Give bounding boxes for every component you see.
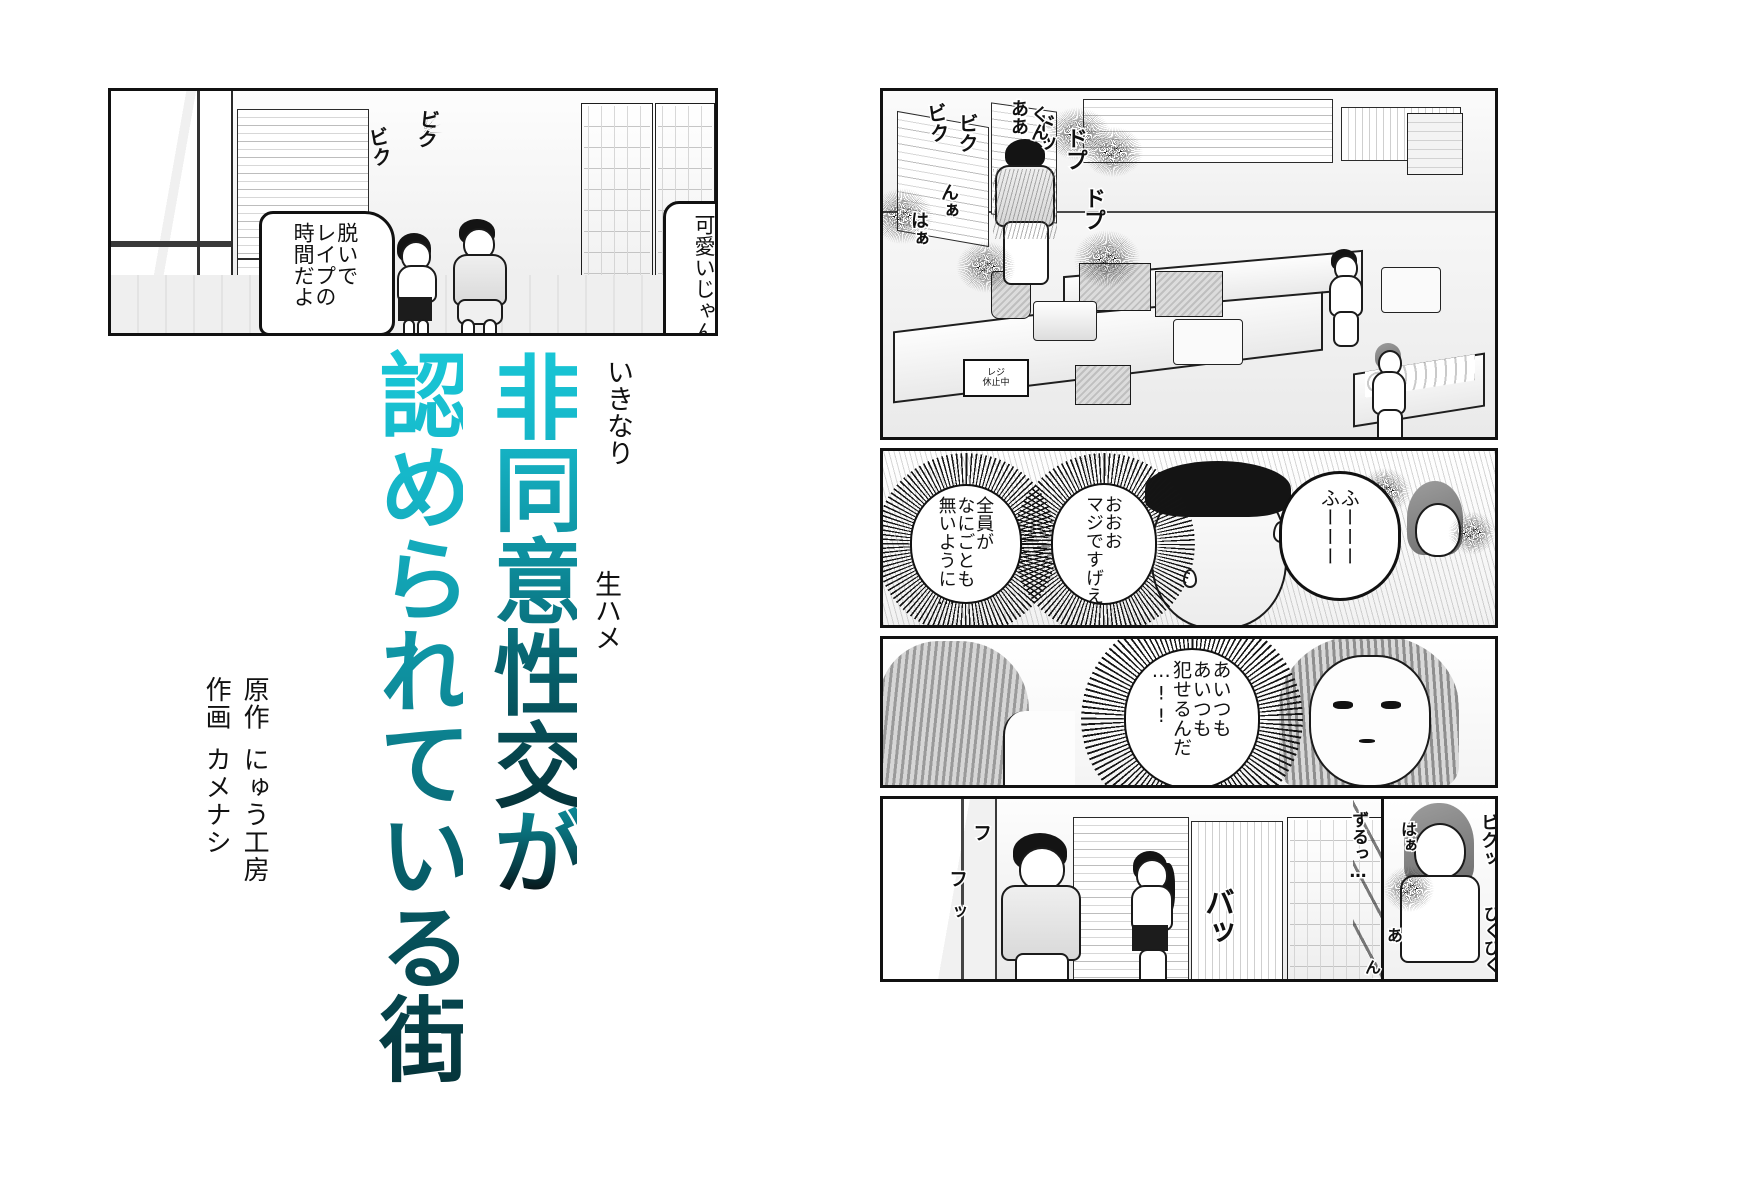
terminal <box>1381 267 1441 313</box>
title-line-left: 認められている街 <box>364 348 472 1084</box>
girl-torso <box>1131 885 1173 931</box>
credit-name-0: にゅう工房 <box>239 746 270 884</box>
girl-left-neck <box>1003 711 1075 785</box>
sfx-aa: ああ <box>1007 98 1031 137</box>
burst-bubble-thought: あいつも あいつも 犯せるんだ …!! <box>1081 639 1303 785</box>
figure-girl-left <box>883 641 1093 785</box>
clerk-legs <box>1333 311 1359 347</box>
panel-store-assault: フ フ ッ バッ ずるっ… ビクッ びくびく あ んっ はぁ <box>880 796 1498 982</box>
bubble-text: 脱いで レイプの 時間だよ <box>291 222 359 308</box>
sfx-bikutsu: ビクッ <box>1477 812 1498 869</box>
title-ruby-left: 生ハメ <box>589 570 621 651</box>
sfx-haa2: はぁ <box>1397 820 1419 855</box>
impact-star-4 <box>945 231 1027 303</box>
wall-trim <box>111 241 231 247</box>
impact-star-2 <box>1071 117 1155 187</box>
speech-bubble-breath: ふーーー ふーーー <box>1279 471 1401 601</box>
girl-skirt <box>1132 925 1168 951</box>
figure-girl-ponytail <box>1119 851 1183 979</box>
inset-sparkle <box>1384 857 1444 921</box>
panel-two-girls: あいつも あいつも 犯せるんだ …!! <box>880 636 1498 788</box>
figure-girl-right <box>1275 639 1475 785</box>
goods-shelf <box>1191 821 1283 979</box>
sfx-biku-b: ビク <box>954 112 981 155</box>
sfx-n: んっ <box>1361 958 1383 982</box>
panel-store-aisle: ビク ビク 脱いで レイプの 時間だよ おまえ結構 可愛いじゃん <box>108 88 718 336</box>
man-legs <box>1015 953 1069 979</box>
sfx-biku-a: ビク <box>921 100 953 146</box>
basket-stack <box>1075 365 1131 405</box>
credit-role-0: 原作 <box>239 676 270 732</box>
man-torso <box>1001 885 1081 961</box>
girl-right-eye-l <box>1333 701 1353 709</box>
burst-core: おおお マジですげえ <box>1051 483 1157 605</box>
girl-right-eye-r <box>1381 701 1401 709</box>
girl-right-mouth <box>1359 739 1375 743</box>
sfx-zuru: ずるっ… <box>1347 810 1370 884</box>
sfx-fu-2: フ <box>945 868 970 890</box>
girl-legs <box>1139 949 1167 979</box>
sfx-dopu-2: ドプ <box>1079 186 1107 233</box>
window-mullion <box>961 799 964 979</box>
girl-leg-l <box>403 319 415 333</box>
bubble-text: あいつも あいつも 犯せるんだ …!! <box>1150 660 1232 757</box>
monitor-1 <box>1033 301 1097 341</box>
girl-skirt <box>398 297 432 321</box>
bubble-text: おおお マジですげえ <box>1083 495 1123 606</box>
man-leg-l <box>461 319 475 333</box>
figure-man <box>443 219 513 333</box>
clerk-torso <box>1329 275 1363 317</box>
monitor-2 <box>1173 319 1243 365</box>
sfx-dotsu: ドッ <box>1032 112 1059 155</box>
register-closed-sign: レジ 休止中 <box>963 359 1029 397</box>
burst-core: 全員が なにごとも 無いように… <box>910 484 1022 609</box>
speech-bubble-cute: おまえ結構 可愛いじゃん <box>663 201 718 336</box>
burst-core: あいつも あいつも 犯せるんだ …!! <box>1124 648 1260 785</box>
sfx-bikubiku: びくびく <box>1479 904 1498 975</box>
title-ruby-right: いきなり <box>601 358 633 466</box>
flash-mark <box>395 103 451 161</box>
speech-bubble-undress: 脱いで レイプの 時間だよ <box>259 211 395 333</box>
impact-star-3 <box>883 177 945 255</box>
sfx-a: あ <box>1383 926 1405 945</box>
sfx-haa: はぁ <box>907 210 931 249</box>
figure-girl <box>389 233 449 333</box>
girl-right-face <box>1309 655 1431 785</box>
register-closed-sign-text: レジ 休止中 <box>982 367 1010 388</box>
sparkle-2 <box>1439 503 1495 563</box>
title-block: 男性の権利として いきなり 非同意性交 が 生ハメ 認められている街 原作 にゅ… <box>0 0 760 1200</box>
title-line-accent: 非同意性交 <box>478 350 586 810</box>
girl-leg-r <box>417 319 429 333</box>
burst-bubble-everyone: 全員が なにごとも 無いように… <box>883 453 1057 625</box>
credit-name-1: カメナシ <box>201 746 232 857</box>
impact-star-5 <box>1061 219 1153 299</box>
title-line-accent-tail: が <box>478 805 586 897</box>
bubble-text: ふーーー ふーーー <box>1318 488 1360 566</box>
sfx-fu-1: フ <box>969 822 994 844</box>
inset-right <box>1381 799 1495 979</box>
storefront-window <box>883 799 997 979</box>
credit-role-1: 作画 <box>201 676 232 732</box>
pair-shading <box>993 169 1057 239</box>
bubble-text: 全員が なにごとも 無いように… <box>935 496 995 610</box>
sfx-nna: んぁ <box>937 182 961 221</box>
panel-store-wide: レジ 休止中 <box>880 88 1498 440</box>
bubble-text: おまえ結構 可愛いじゃん <box>692 214 718 336</box>
wall-mullion <box>197 91 200 333</box>
sfx-kun: くん <box>1027 104 1051 143</box>
girl-torso <box>397 265 437 303</box>
burst-bubble-maji: おおお マジですげえ <box>1013 453 1195 625</box>
sfx-batsu: バッ <box>1198 886 1236 949</box>
man-leg-r <box>483 319 497 333</box>
figure-customer <box>1367 343 1409 437</box>
figure-clerk <box>1323 249 1367 347</box>
panel-sweating-man: チラ は… 全員が なにごとも 無いように… おおお マジですげえ ふーーー ふ… <box>880 448 1498 628</box>
wall-cabinet <box>1407 113 1463 175</box>
sfx-tsu: ッ <box>945 902 968 922</box>
sfx-dopu-1: ドプ <box>1061 126 1089 173</box>
man-head <box>1019 847 1065 891</box>
figure-man-left <box>991 833 1087 979</box>
customer-legs <box>1377 409 1403 437</box>
register-2 <box>1155 271 1223 317</box>
